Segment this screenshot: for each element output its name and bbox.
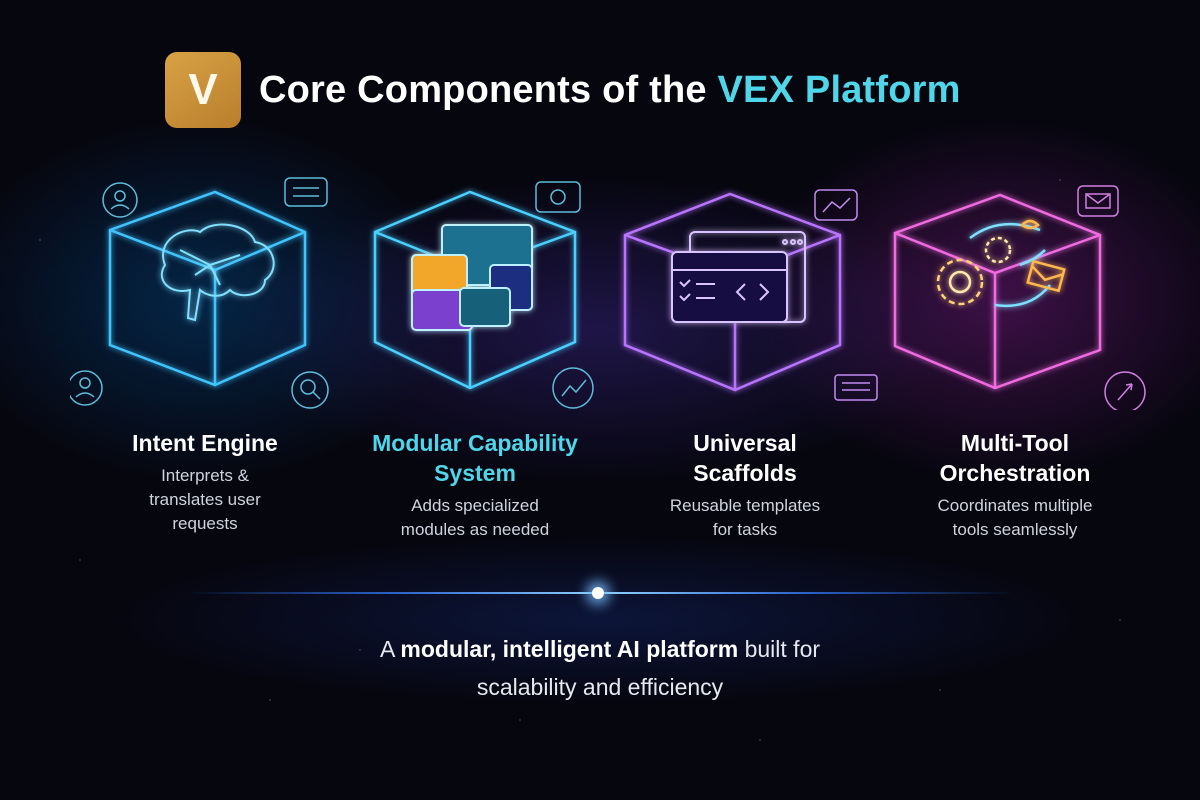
mail-icon (1077, 185, 1119, 217)
component-title: Intent Engine (132, 430, 278, 456)
rocket-icon (1104, 371, 1146, 410)
component-title: Universal Scaffolds (693, 430, 797, 486)
tagline: A modular, intelligent AI platform built… (0, 630, 1200, 706)
component-card-multi-tool-orchestration: Multi-Tool Orchestration Coordinates mul… (880, 170, 1150, 570)
component-title: Modular Capability System (372, 430, 578, 486)
tagline-emphasis: modular, intelligent AI platform (400, 636, 739, 662)
cube-brain-icon (70, 177, 329, 409)
user-icon (70, 370, 103, 406)
tagline-prefix: A (379, 636, 401, 662)
search-icon (291, 371, 329, 409)
component-title: Multi-Tool Orchestration (939, 430, 1091, 486)
component-label: Multi-Tool Orchestration Coordinates mul… (880, 428, 1150, 542)
header: V Core Components of the VEX Platform (165, 52, 961, 128)
component-card-intent-engine: Intent Engine Interprets &translates use… (70, 170, 340, 570)
page-title: Core Components of the VEX Platform (259, 69, 961, 112)
logo-letter: V (188, 65, 218, 114)
tagline-suffix: built for (738, 636, 821, 662)
laptop-icon (834, 374, 878, 401)
cube-gears-icon (893, 185, 1146, 410)
code-window-icon (671, 231, 806, 323)
user-icon (102, 182, 138, 218)
component-label: Modular Capability System Adds specializ… (340, 428, 610, 542)
title-accent: VEX Platform (717, 68, 961, 111)
tagline-line2: scalability and efficiency (476, 674, 724, 700)
component-label: Intent Engine Interprets &translates use… (70, 428, 340, 536)
puzzle-icon (411, 224, 533, 331)
divider-glow-dot (592, 587, 604, 599)
component-card-modular-capability: Modular Capability System Adds specializ… (340, 170, 610, 570)
gears-cycle-icon (936, 219, 1066, 307)
monitor-chart-icon (814, 189, 858, 221)
title-prefix: Core Components of the (259, 68, 718, 111)
brain-network-icon (160, 223, 275, 322)
vex-logo: V (165, 52, 241, 128)
cube-puzzle-icon (373, 181, 594, 409)
chat-icon (284, 177, 328, 207)
gear-icon (535, 181, 581, 213)
cube-code-window-icon (623, 189, 878, 401)
trend-chart-icon (552, 367, 594, 409)
